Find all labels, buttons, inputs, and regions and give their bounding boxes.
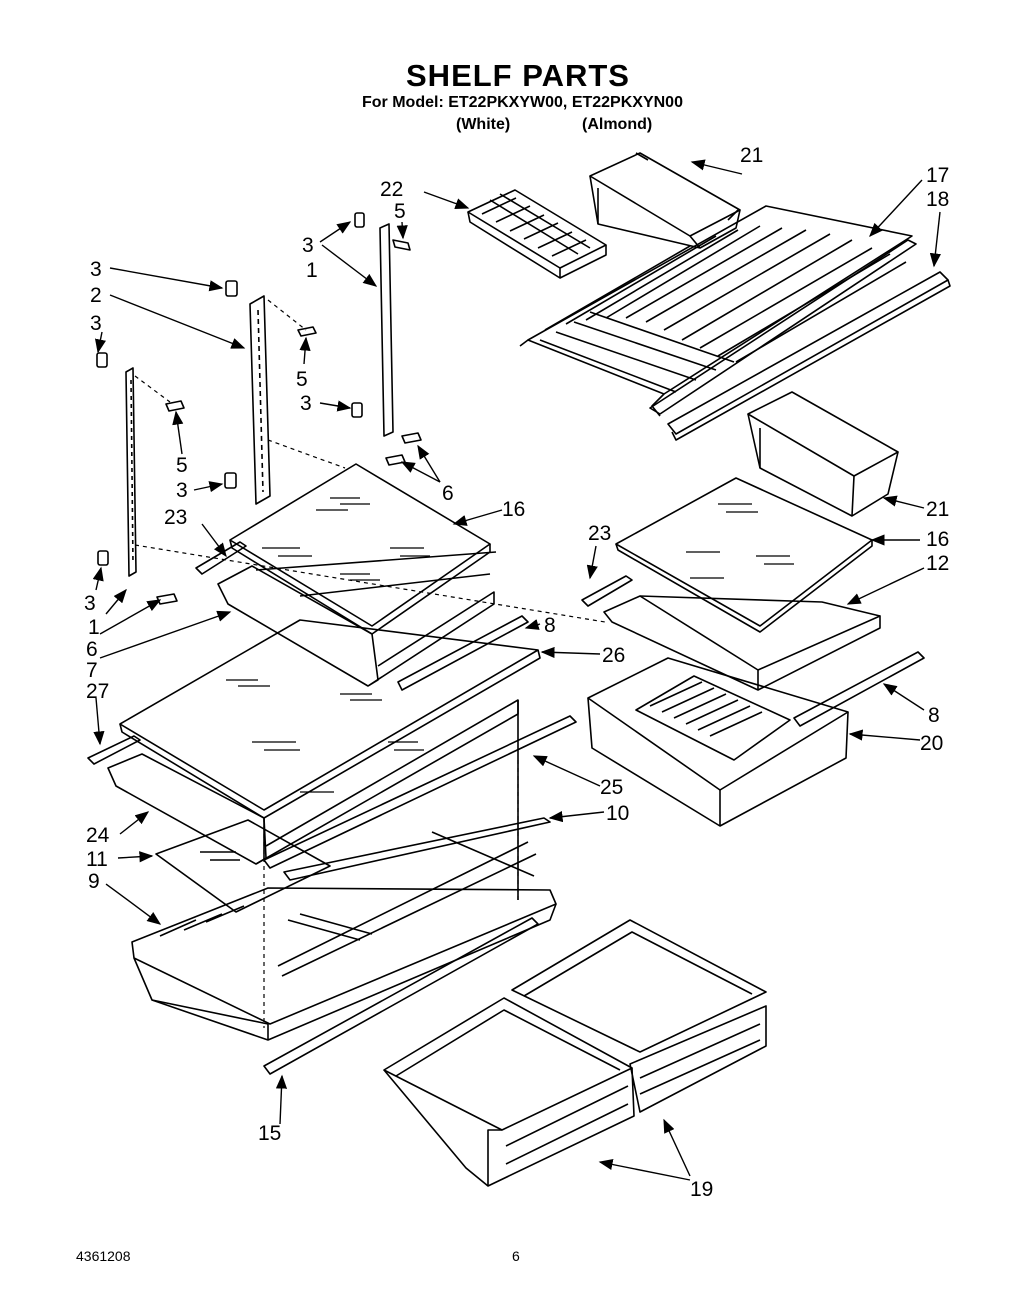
- shelf-end-trim-8-right: [793, 651, 925, 727]
- callout-7: 7: [86, 659, 98, 682]
- callout-5: 5: [296, 368, 308, 391]
- callout-labels: 3 2 3 3 1 5 5 3 5 3 6 23 16 3 1 6 7 27 8…: [84, 144, 949, 1201]
- page-number: 6: [512, 1248, 520, 1264]
- callout-1: 1: [88, 616, 100, 639]
- callout-3: 3: [176, 479, 188, 502]
- ladder-clip: [96, 212, 365, 566]
- door-bin-right: [747, 391, 899, 517]
- callout-23: 23: [588, 522, 611, 545]
- header: SHELF PARTS For Model: ET22PKXYW00, ET22…: [0, 0, 1036, 140]
- shelf-frame-large: [107, 699, 519, 900]
- crisper-drawer-left: [383, 997, 635, 1187]
- shelf-frame-left: [217, 551, 497, 687]
- shelf-ladder-left: [125, 367, 137, 577]
- shelf-trim-25: [263, 715, 577, 869]
- crisper-drawer-right-bottom: [511, 919, 767, 1113]
- callout-2: 2: [90, 284, 102, 307]
- callout-26: 26: [602, 644, 625, 667]
- shelf-trim-10: [283, 817, 551, 881]
- callout-23: 23: [164, 506, 187, 529]
- pan-trim-15: [263, 917, 539, 1075]
- callout-21: 21: [740, 144, 763, 167]
- pan-assembly: [131, 760, 557, 1041]
- callout-6: 6: [86, 638, 98, 661]
- callout-16: 16: [502, 498, 525, 521]
- callout-27: 27: [86, 680, 109, 703]
- callout-25: 25: [600, 776, 623, 799]
- callout-12: 12: [926, 552, 949, 575]
- callout-6: 6: [442, 482, 454, 505]
- crisper-drawer-right: [587, 657, 849, 827]
- callout-5: 5: [176, 454, 188, 477]
- callout-16: 16: [926, 528, 949, 551]
- shelf-end-trim-right: [581, 575, 633, 607]
- shelf-trim: [649, 239, 951, 441]
- shelf-end-trim-23: [195, 541, 247, 575]
- callout-10: 10: [606, 802, 629, 825]
- ice-cube-tray: [467, 189, 607, 279]
- glass-shelf-right: [615, 477, 873, 633]
- callout-24: 24: [86, 824, 110, 847]
- variant-white: (White): [456, 116, 511, 133]
- part-number: 4361208: [76, 1248, 131, 1264]
- shelf-frame-right: [603, 595, 881, 691]
- variant-almond: (Almond): [582, 116, 653, 133]
- callout-8: 8: [928, 704, 940, 727]
- callout-8: 8: [544, 614, 556, 637]
- page-title: SHELF PARTS: [406, 58, 630, 93]
- callout-18: 18: [926, 188, 949, 211]
- callout-leaders: [92, 159, 941, 1181]
- model-line: For Model: ET22PKXYW00, ET22PKXYN00: [362, 94, 683, 111]
- callout-5: 5: [394, 200, 406, 223]
- shelf-ladder-right: [379, 223, 394, 437]
- callout-22: 22: [380, 178, 403, 201]
- shelf-ladder-middle: [249, 295, 271, 505]
- callout-17: 17: [926, 164, 949, 187]
- callout-3: 3: [90, 258, 102, 281]
- callout-9: 9: [88, 870, 100, 893]
- callout-3: 3: [300, 392, 312, 415]
- wire-shelf: [519, 205, 913, 417]
- callout-19: 19: [690, 1178, 713, 1201]
- callout-3: 3: [84, 592, 96, 615]
- callout-20: 20: [920, 732, 943, 755]
- callout-11: 11: [86, 848, 108, 871]
- shelf-end-trim-27: [87, 735, 141, 765]
- callout-15: 15: [258, 1122, 281, 1145]
- callout-3: 3: [90, 312, 102, 335]
- callout-1: 1: [306, 259, 318, 282]
- callout-3: 3: [302, 234, 314, 257]
- glass-cover-small: [155, 819, 331, 913]
- callout-21: 21: [926, 498, 949, 521]
